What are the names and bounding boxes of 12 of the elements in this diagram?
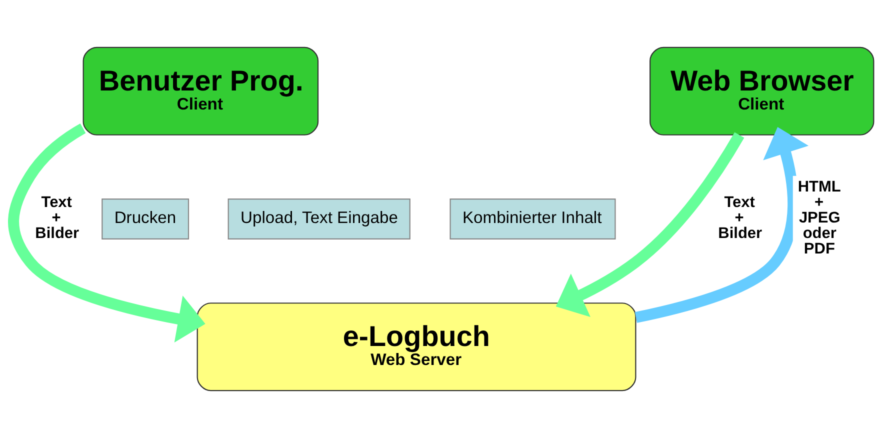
arrow (556, 132, 744, 317)
edge-label: Text + Bilder (35, 194, 80, 242)
node-box: Upload, Text Eingabe (228, 198, 410, 239)
edge-label: Text + Bilder (718, 194, 762, 242)
node-box: Web Browser Client (650, 46, 874, 135)
node-box: Benutzer Prog. Client (82, 46, 319, 135)
node-box: Kombinierter Inhalt (450, 198, 616, 239)
node-box: e-Logbuch Web Server (196, 302, 636, 391)
node-box: Drucken (102, 198, 190, 239)
arrow (8, 122, 206, 342)
arrow (634, 126, 809, 322)
edge-label: HTML + JPEG oder PDF (798, 178, 841, 258)
